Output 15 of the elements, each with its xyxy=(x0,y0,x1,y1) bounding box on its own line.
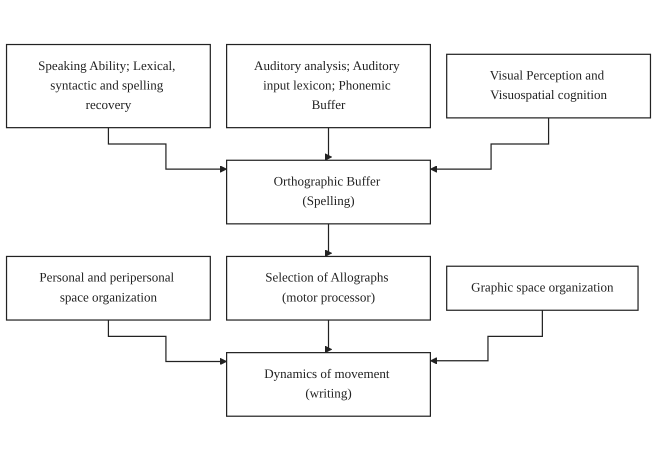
arrow xyxy=(108,127,227,173)
node-box: Orthographic Buffer (Spelling) xyxy=(226,160,431,225)
arrow xyxy=(324,320,332,354)
node-box: Dynamics of movement (writing) xyxy=(226,352,431,417)
arrow xyxy=(324,223,332,257)
node-box: Speaking Ability; Lexical, syntactic and spelling recovery xyxy=(6,44,211,128)
arrow xyxy=(430,117,550,173)
arrow xyxy=(430,310,543,364)
node-box: Graphic space organization xyxy=(446,266,639,311)
node-box: Auditory analysis; Auditory input lexicon; Phonemic Buffer xyxy=(226,44,431,128)
node-box: Visual Perception and Visuospatial cognition xyxy=(446,54,652,119)
node-box: Selection of Allographs (motor processor) xyxy=(226,256,431,321)
node-box: Personal and peripersonal space organization xyxy=(6,256,211,321)
arrow xyxy=(108,320,227,366)
arrow xyxy=(324,127,332,161)
